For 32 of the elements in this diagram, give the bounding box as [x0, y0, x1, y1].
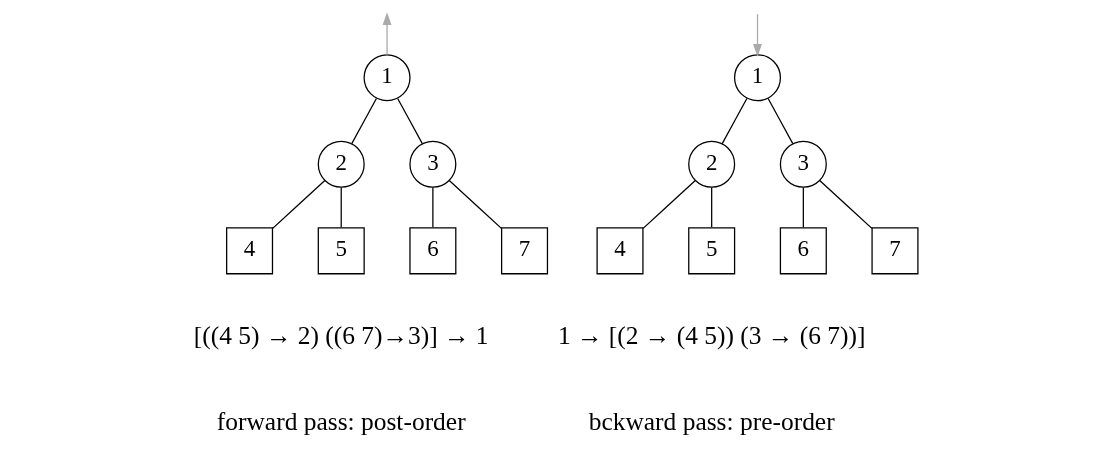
connector	[431, 186, 433, 228]
node-circle: 1	[363, 54, 411, 102]
label: 1 → [(2 → (4 5)) (3 → (6 7))]	[557, 320, 865, 350]
connector	[448, 179, 502, 229]
connector	[642, 179, 696, 229]
node-circle: 2	[317, 140, 365, 188]
connector	[396, 97, 423, 145]
arrow	[752, 13, 762, 57]
node-box: 5	[317, 227, 365, 275]
node-circle: 1	[733, 54, 781, 102]
label: forward pass: post-order	[216, 407, 466, 437]
node-box: 7	[500, 227, 548, 275]
connector	[818, 179, 872, 229]
connector	[340, 186, 342, 228]
connector	[802, 186, 804, 228]
connector	[271, 179, 325, 229]
node-circle: 3	[408, 140, 456, 188]
connector	[721, 97, 747, 145]
label: bckward pass: pre-order	[588, 407, 835, 437]
node-circle: 3	[779, 140, 827, 188]
node-box: 5	[687, 227, 735, 275]
node-box: 6	[779, 227, 827, 275]
node-box: 4	[225, 227, 273, 275]
arrow	[382, 12, 391, 56]
node-box: 4	[595, 227, 644, 275]
connector	[710, 186, 712, 228]
connector	[767, 97, 793, 145]
node-box: 6	[408, 227, 456, 275]
node-box: 7	[870, 227, 919, 275]
node-circle: 2	[687, 140, 735, 188]
connector	[350, 97, 377, 145]
label: [((4 5) → 2) ((6 7)→3)] → 1	[193, 320, 489, 350]
